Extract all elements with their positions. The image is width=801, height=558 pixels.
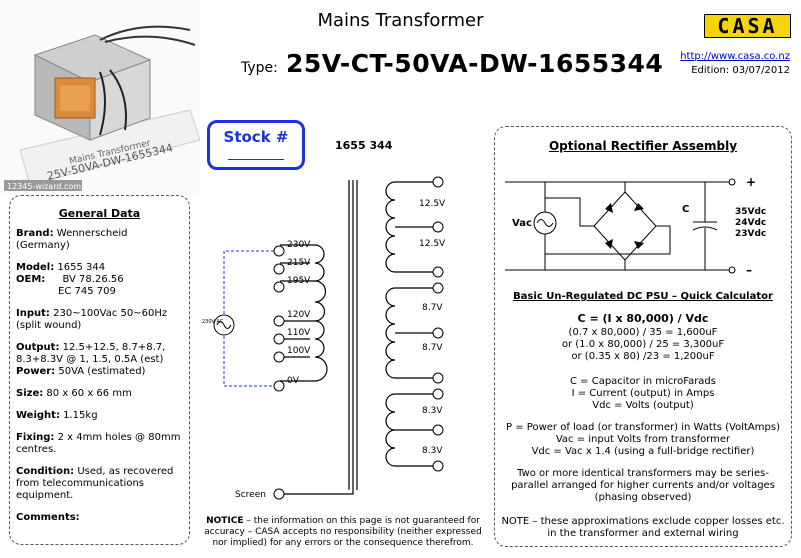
minus-terminal: – xyxy=(746,263,752,277)
calc-def-c: C = Capacitor in microFarads xyxy=(570,376,716,387)
calc-example-3: or (0.35 x 80) /23 = 1,200uF xyxy=(571,351,715,362)
general-data-panel: General Data Brand: Wennerscheid (German… xyxy=(9,195,190,545)
output-label: Output: xyxy=(16,342,60,353)
series-note-2: parallel arranged for higher currents an… xyxy=(511,480,775,491)
calc-def-i: I = Current (output) in Amps xyxy=(571,388,715,399)
calc-vac: Vac = input Volts from transformer xyxy=(555,434,731,445)
transformer-photo: Mains Transformer 25V-50VA-DW-1655344 12… xyxy=(0,0,200,195)
brand-value: Wennerscheid (Germany) xyxy=(16,228,128,251)
calc-vdc-rule: Vdc = Vac x 1.4 (using a full-bridge rec… xyxy=(531,446,755,457)
rectifier-title: Optional Rectifier Assembly xyxy=(548,139,738,153)
general-data-heading: General Data xyxy=(58,207,141,220)
fixing-label: Fixing: xyxy=(16,432,55,443)
oem-label: OEM: xyxy=(16,274,46,285)
series-note-1: Two or more identical transformers may b… xyxy=(517,468,769,479)
condition-label: Condition: xyxy=(16,466,75,477)
stock-number-line xyxy=(228,159,284,160)
model-value: 1655 344 xyxy=(57,262,106,273)
stock-label: Stock # xyxy=(223,128,289,146)
stock-box: Stock # xyxy=(207,120,305,170)
rectifier-diagram: Vac C + – 35Vdc 24Vdc 23Vdc xyxy=(505,175,766,277)
type-label: Type: xyxy=(241,60,278,76)
weight-value: 1.15kg xyxy=(63,410,98,421)
sec-8-7v-a: 8.7V xyxy=(422,303,443,313)
oem-value-2: EC 745 709 xyxy=(58,286,116,297)
model-label: Model: xyxy=(16,262,55,273)
casa-logo: CASA xyxy=(704,14,791,38)
type-value: 25V-CT-50VA-DW-1655344 xyxy=(286,49,664,78)
vdc-24: 24Vdc xyxy=(735,218,766,228)
notice: NOTICE – the information on this page is… xyxy=(197,516,489,549)
page-title: Mains Transformer xyxy=(317,10,484,31)
input-label: Input: xyxy=(16,308,50,319)
sec-8-3v-a: 8.3V xyxy=(422,406,443,416)
tap-230v: 230V xyxy=(287,240,311,250)
ac-source-label: 230V AC xyxy=(202,319,224,325)
calc-power: P = Power of load (or transformer) in Wa… xyxy=(506,422,780,433)
tap-0v: 0V xyxy=(287,376,300,386)
plus-terminal: + xyxy=(746,175,756,189)
tap-120v: 120V xyxy=(287,310,311,320)
oem-value-1: BV 78.26.56 xyxy=(62,274,124,285)
calc-example-2: or (1.0 x 80,000) / 25 = 3,300uF xyxy=(561,339,725,350)
copper-note-1: NOTE – these approximations exclude copp… xyxy=(501,516,785,527)
tap-215v: 215V xyxy=(287,258,311,268)
calculator-title: Basic Un-Regulated DC PSU – Quick Calcul… xyxy=(513,291,773,302)
condition-value: Used, as recovered from telecommunicatio… xyxy=(16,466,174,501)
capacitor-label: C xyxy=(682,204,689,215)
output-value: 12.5+12.5, 8.7+8.7, 8.3+8.3V @ 1, 1.5, 0… xyxy=(16,342,166,365)
power-value: 50VA (estimated) xyxy=(58,366,146,377)
tap-195v: 195V xyxy=(287,276,311,286)
vac-label: Vac xyxy=(512,218,532,229)
rectifier-panel xyxy=(494,126,792,547)
part-number: 1655 344 xyxy=(335,139,393,152)
power-label: Power: xyxy=(16,366,56,377)
size-label: Size: xyxy=(16,388,44,399)
calc-def-vdc: Vdc = Volts (output) xyxy=(592,400,694,411)
series-note-3: (phasing observed) xyxy=(594,492,692,503)
notice-label: NOTICE xyxy=(206,516,244,526)
weight-label: Weight: xyxy=(16,410,60,421)
sec-8-3v-b: 8.3V xyxy=(422,446,443,456)
copper-note-2: in the transformer and external wiring xyxy=(547,528,739,539)
size-value: 80 x 60 x 66 mm xyxy=(46,388,132,399)
logo-text: CASA xyxy=(717,14,777,38)
transformer-schematic: 230V AC 230V 215V 195V 120V 110V 100V 0V… xyxy=(202,176,446,500)
tap-110v: 110V xyxy=(287,328,311,338)
sec-12-5v-b: 12.5V xyxy=(419,239,446,249)
calc-formula: C = (I x 80,000) / Vdc xyxy=(577,312,709,325)
screen-label: Screen xyxy=(235,490,266,500)
vdc-23: 23Vdc xyxy=(735,229,766,239)
tap-100v: 100V xyxy=(287,346,311,356)
sec-12-5v-a: 12.5V xyxy=(419,199,446,209)
input-value: 230~100Vac 50~60Hz (split wound) xyxy=(16,308,168,331)
photo-watermark: 12345-wizard.com xyxy=(7,182,81,191)
vdc-35: 35Vdc xyxy=(735,207,766,217)
brand-label: Brand: xyxy=(16,228,54,239)
edition-date: Edition: 03/07/2012 xyxy=(691,65,790,76)
comments-label: Comments: xyxy=(16,512,80,523)
notice-text: – the information on this page is not gu… xyxy=(204,516,482,548)
fixing-value: 2 x 4mm holes @ 80mm centres. xyxy=(16,432,181,455)
sec-8-7v-b: 8.7V xyxy=(422,343,443,353)
calc-example-1: (0.7 x 80,000) / 35 = 1,600uF xyxy=(568,327,718,338)
website-link[interactable]: http://www.casa.co.nz xyxy=(680,51,790,62)
